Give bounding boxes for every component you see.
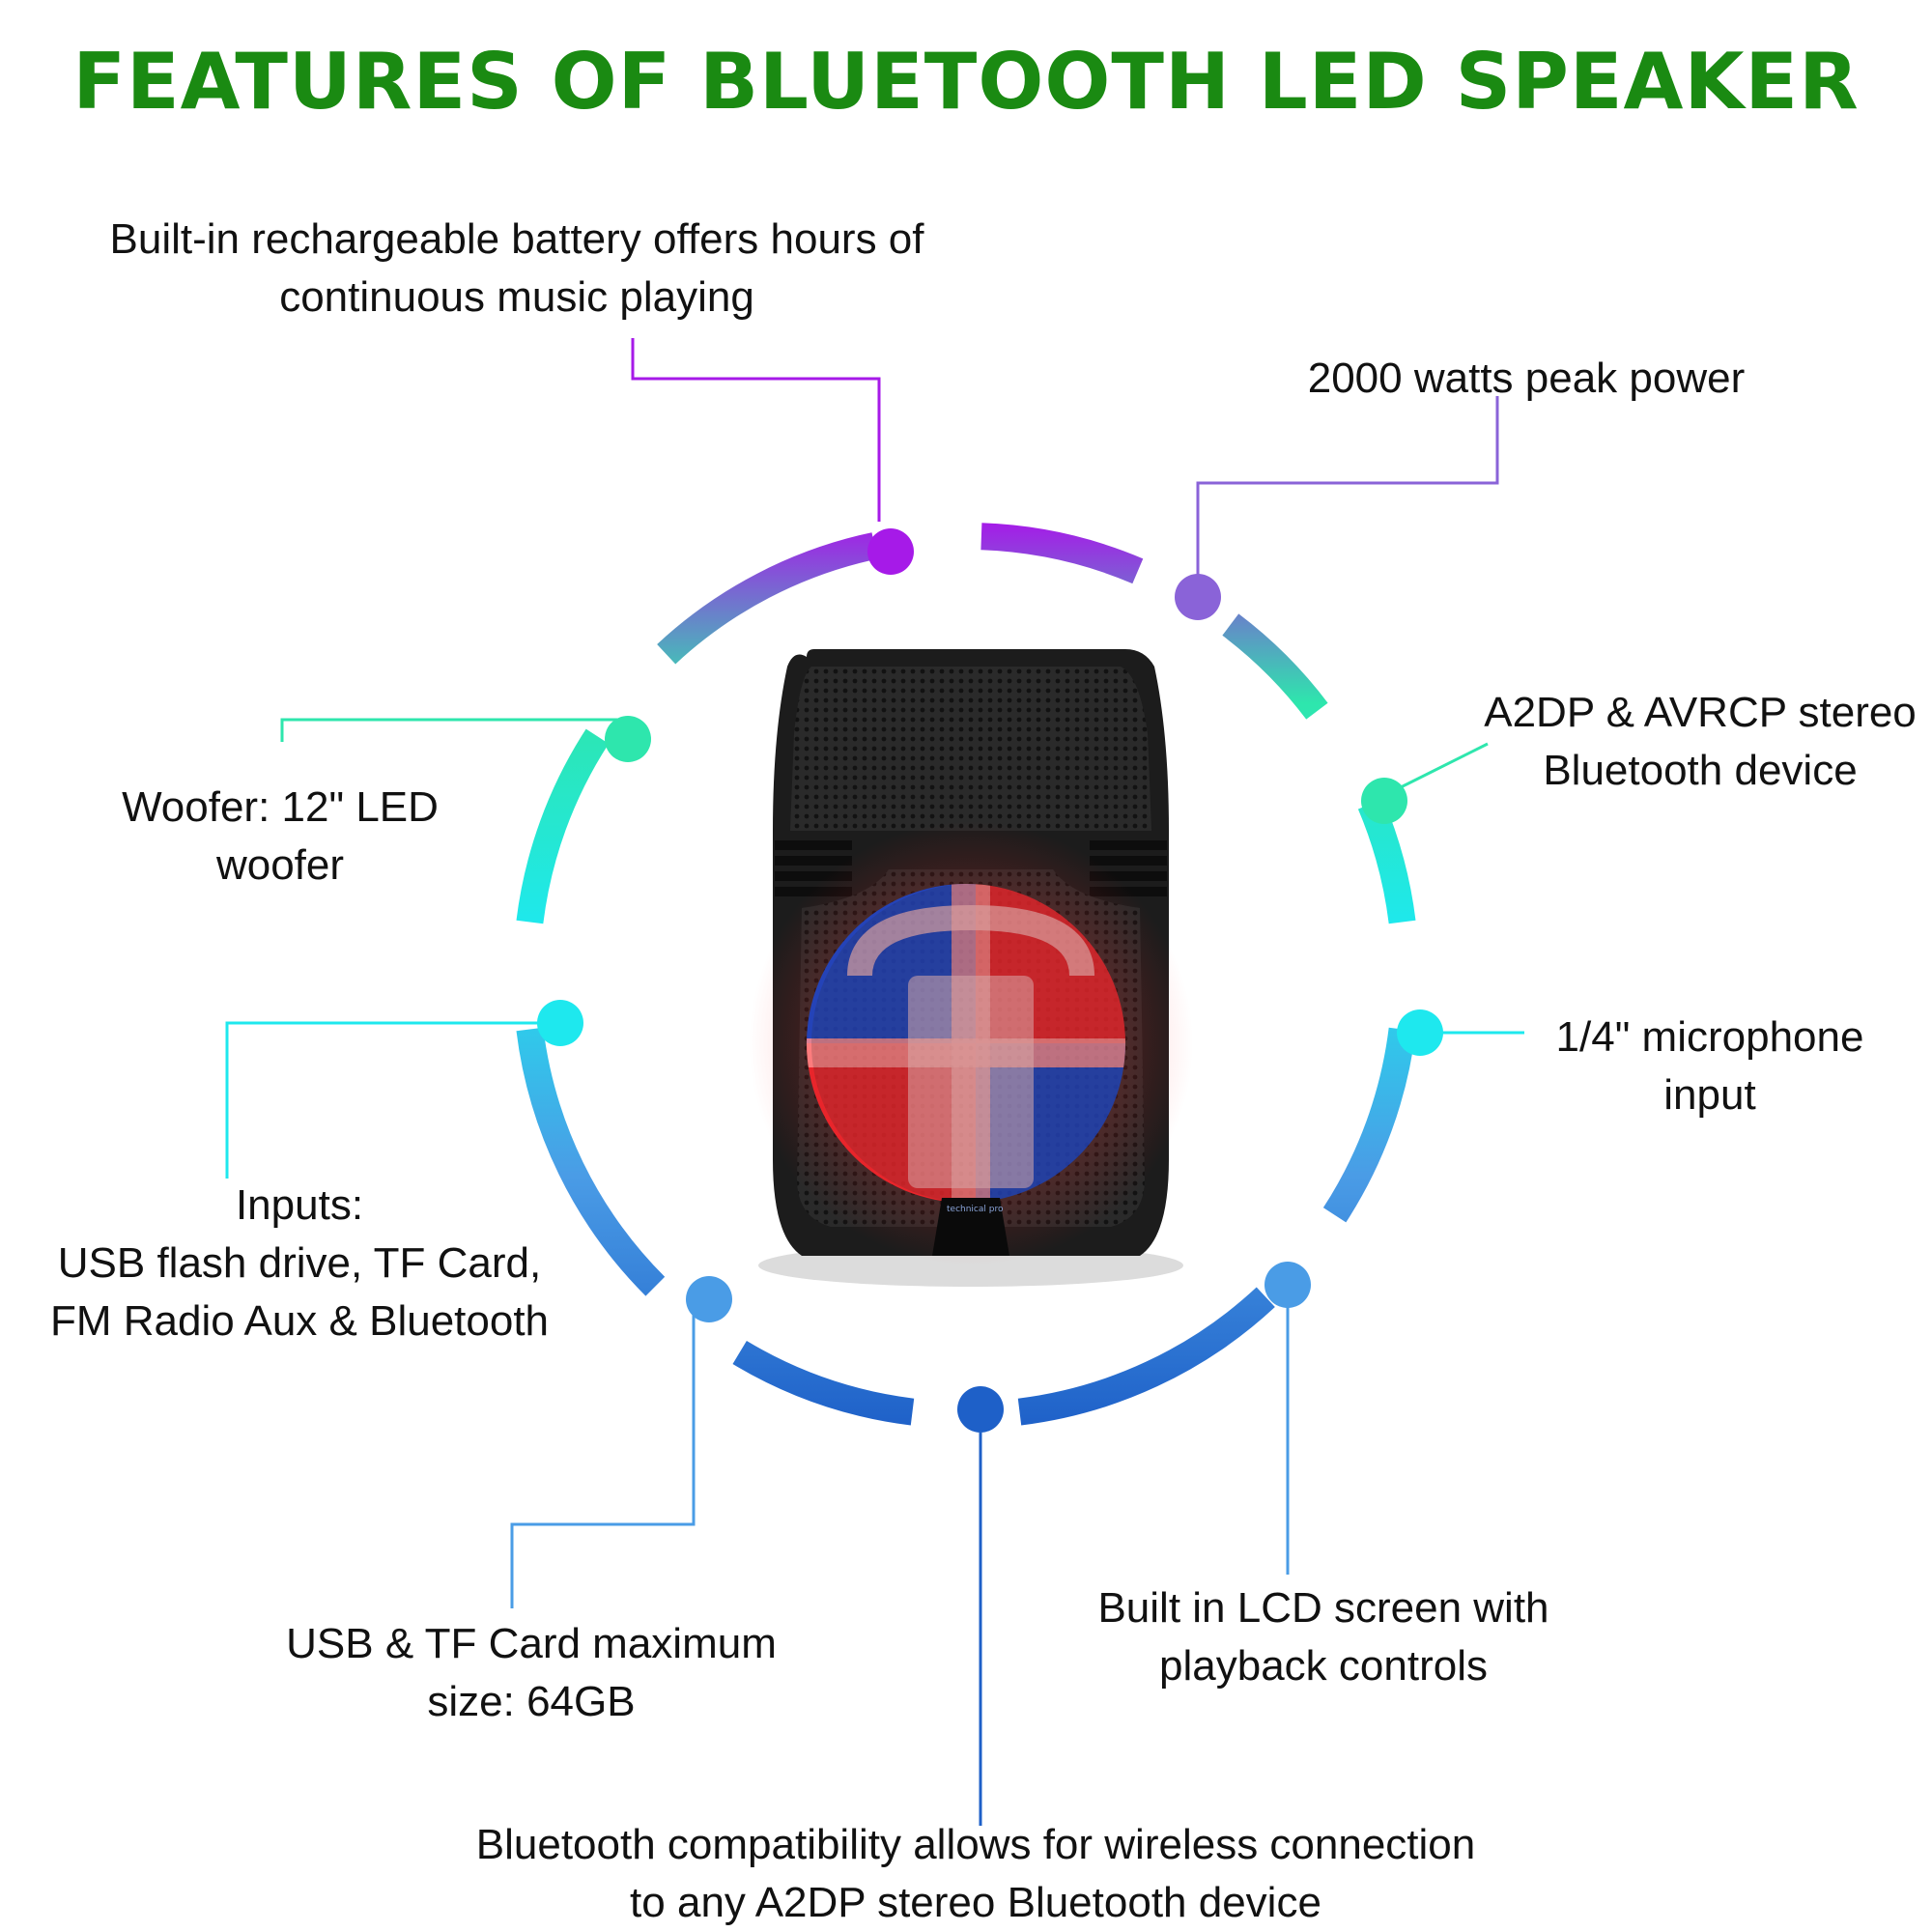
ring-arc-segment: [1322, 1027, 1416, 1223]
feature-inputs-line-2: USB flash drive, TF Card,: [57, 1239, 542, 1287]
ring-arc-segment: [516, 728, 610, 924]
ring-arc-segment: [732, 1340, 915, 1426]
feature-inputs: Inputs: USB flash drive, TF Card, FM Rad…: [0, 1177, 599, 1350]
feature-bluetooth-device-line-2: Bluetooth device: [1543, 747, 1858, 794]
dot-card-size: [686, 1276, 732, 1322]
dot-bluetooth-device: [1361, 778, 1407, 824]
feature-woofer-line-2: woofer: [215, 841, 345, 889]
dot-microphone: [1397, 1009, 1443, 1056]
feature-woofer-line-1: Woofer: 12" LED: [122, 783, 439, 831]
feature-power: 2000 watts peak power: [1256, 350, 1797, 408]
feature-card-size-line-2: size: 64GB: [427, 1678, 636, 1725]
feature-card-size: USB & TF Card maximum size: 64GB: [232, 1615, 831, 1731]
feature-microphone: 1/4" microphone input: [1507, 1009, 1913, 1124]
feature-battery: Built-in rechargeable battery offers hou…: [29, 211, 1005, 327]
dot-compatibility: [957, 1386, 1004, 1433]
connector-card-size: [510, 1299, 696, 1608]
feature-inputs-line-3: FM Radio Aux & Bluetooth: [49, 1297, 550, 1345]
connector-lines: [225, 338, 1524, 1826]
feature-inputs-line-1: Inputs:: [235, 1181, 364, 1229]
connector-inputs: [225, 1021, 560, 1179]
feature-lcd-line-2: playback controls: [1159, 1642, 1488, 1690]
feature-woofer: Woofer: 12" LED woofer: [39, 779, 522, 895]
ring-arc-segment: [1017, 1287, 1275, 1426]
feature-battery-line-2: continuous music playing: [279, 273, 754, 321]
dot-lcd: [1264, 1262, 1311, 1308]
feature-compatibility: Bluetooth compatibility allows for wirel…: [367, 1816, 1584, 1932]
feature-battery-line-1: Built-in rechargeable battery offers hou…: [109, 215, 924, 263]
feature-card-size-line-1: USB & TF Card maximum: [286, 1620, 777, 1667]
ring-arc-segment: [1222, 613, 1328, 720]
feature-lcd: Built in LCD screen with playback contro…: [1034, 1579, 1613, 1695]
feature-compatibility-line-2: to any A2DP stereo Bluetooth device: [630, 1879, 1321, 1926]
connector-bluetooth-device: [1390, 742, 1489, 794]
page-title: FEATURES OF BLUETOOTH LED SPEAKER: [72, 37, 1860, 127]
brand-mark: technical pro: [947, 1205, 1004, 1214]
feature-dots: [537, 528, 1443, 1433]
dot-battery: [867, 528, 914, 575]
dot-power: [1175, 574, 1221, 620]
feature-bluetooth-device: A2DP & AVRCP stereo Bluetooth device: [1449, 684, 1932, 800]
feature-microphone-line-2: input: [1663, 1071, 1756, 1119]
ring-arc-segment: [980, 523, 1144, 584]
feature-bluetooth-device-line-1: A2DP & AVRCP stereo: [1484, 689, 1917, 736]
feature-lcd-line-1: Built in LCD screen with: [1097, 1584, 1549, 1632]
connector-battery: [631, 338, 881, 522]
feature-power-line-1: 2000 watts peak power: [1307, 355, 1746, 402]
feature-microphone-line-1: 1/4" microphone: [1555, 1013, 1864, 1061]
connector-woofer: [280, 718, 628, 742]
dot-inputs: [537, 1000, 583, 1046]
speaker-image: technical pro: [749, 649, 1193, 1287]
feature-compatibility-line-1: Bluetooth compatibility allows for wirel…: [475, 1821, 1476, 1868]
ring-arc-segment: [516, 1027, 666, 1296]
ring-arc-segment: [657, 532, 878, 665]
connector-power: [1196, 396, 1499, 597]
dot-woofer: [605, 716, 651, 762]
